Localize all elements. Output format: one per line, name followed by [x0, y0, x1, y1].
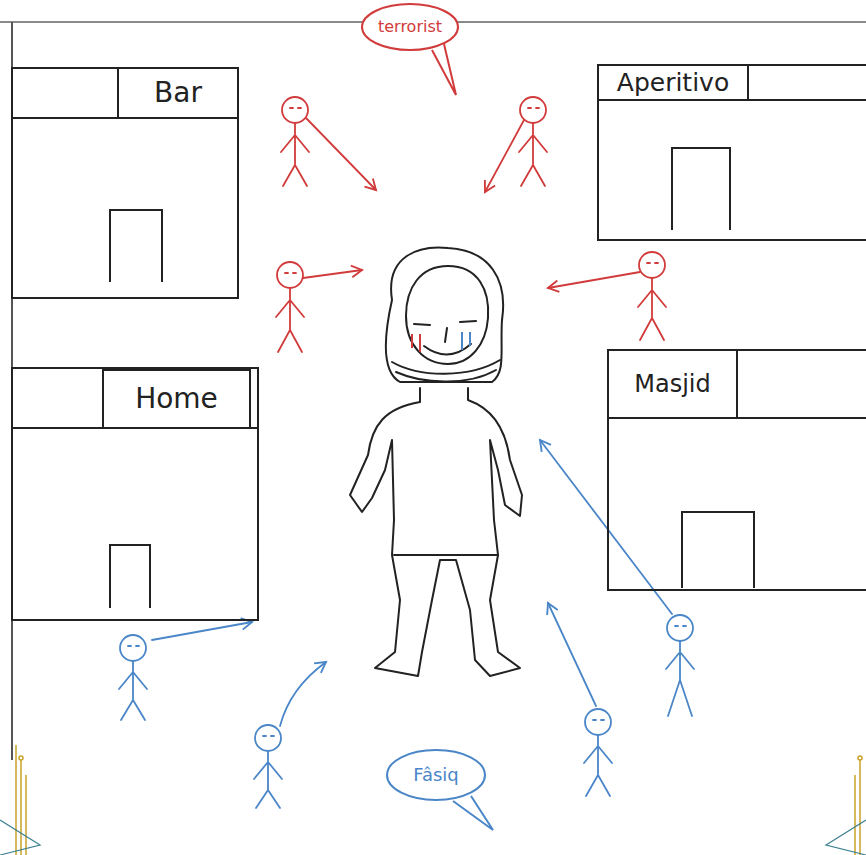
- figure-head: [120, 635, 146, 661]
- figure-body: [281, 108, 309, 186]
- woman-figure: [350, 248, 522, 676]
- building-name: Masjid: [608, 350, 737, 418]
- body-outline: [350, 388, 522, 676]
- building-name: Bar: [118, 68, 238, 118]
- figure-body: [119, 646, 147, 720]
- ornament-curve: [826, 820, 866, 855]
- figure-head: [277, 262, 303, 288]
- building-wall: [12, 368, 258, 620]
- pointing-arrow: [152, 622, 252, 640]
- stick-figure: [485, 97, 547, 192]
- stick-figure: [281, 97, 376, 190]
- building: Home: [12, 368, 258, 620]
- building-lines: [598, 65, 866, 240]
- pointing-arrow: [548, 603, 596, 706]
- speech-text: Fâsiq: [385, 748, 487, 802]
- tear: [411, 334, 413, 348]
- tear: [419, 334, 421, 352]
- ornament-line: [15, 745, 17, 855]
- pointing-arrow: [306, 118, 376, 190]
- eye: [414, 324, 430, 325]
- figure-body: [638, 263, 666, 340]
- tear: [461, 332, 463, 350]
- corner-ornament: [16, 745, 862, 855]
- pointing-arrow: [548, 272, 640, 288]
- ornament-dot: [19, 756, 23, 760]
- tears-red: [412, 334, 420, 352]
- bubble-tail: [453, 796, 493, 830]
- figure-body: [666, 626, 694, 716]
- speech-bubble: terrorist: [360, 2, 460, 52]
- door: [110, 210, 162, 282]
- door: [682, 512, 754, 588]
- pointing-arrow: [280, 662, 326, 726]
- building-name: Home: [103, 370, 250, 428]
- sign-board: [103, 370, 250, 428]
- ornament-line: [20, 760, 22, 855]
- nose: [445, 328, 447, 342]
- door: [672, 148, 730, 230]
- pointing-arrow: [540, 440, 672, 614]
- figure-head: [667, 615, 693, 641]
- speech-text: terrorist: [360, 2, 460, 52]
- sign-board: [598, 65, 748, 100]
- figure-body: [584, 720, 612, 796]
- eye: [460, 321, 476, 322]
- stick-figure: [276, 262, 362, 352]
- tear: [469, 332, 471, 346]
- roof-line: [12, 427, 258, 429]
- figure-body: [276, 273, 304, 352]
- ornament-line: [25, 775, 27, 855]
- red-crowd: [276, 97, 666, 352]
- ornament-line: [859, 760, 861, 855]
- building-wall: [12, 68, 238, 298]
- dress-hem: [394, 554, 498, 556]
- ornament-dot: [858, 756, 862, 760]
- figure-head: [585, 709, 611, 735]
- building: Masjid: [608, 350, 866, 590]
- ornament-curve: [0, 820, 40, 855]
- building-lines: [608, 350, 866, 590]
- tears-blue: [462, 332, 470, 350]
- figure-head: [520, 97, 546, 123]
- corner-ornament: [0, 820, 866, 855]
- figure-body: [254, 736, 282, 808]
- building-lines: [12, 368, 258, 620]
- building-wall: [608, 350, 866, 590]
- stick-figure: [548, 252, 666, 340]
- roof-line: [608, 417, 866, 419]
- hijab-wrap: [396, 370, 496, 382]
- building: Bar: [12, 68, 238, 298]
- pointing-arrow: [485, 120, 524, 192]
- building-outline: [12, 368, 258, 620]
- roof-line: [12, 117, 238, 119]
- building-wall: [598, 65, 866, 240]
- building-outline: [12, 68, 238, 298]
- figure-head: [282, 97, 308, 123]
- figure-head: [255, 725, 281, 751]
- figure-head: [639, 252, 665, 278]
- building-lines: [12, 68, 238, 298]
- bubble-tail: [432, 44, 456, 95]
- building: Aperitivo: [598, 65, 866, 240]
- pointing-arrow: [303, 270, 362, 278]
- roof-line: [598, 99, 866, 101]
- speech-bubble: Fâsiq: [385, 748, 487, 802]
- face-outline: [406, 266, 488, 364]
- smile: [424, 344, 471, 355]
- sign-board: [608, 350, 737, 418]
- stick-figure: [548, 603, 612, 796]
- stick-figure: [540, 440, 694, 716]
- building-name: Aperitivo: [598, 65, 748, 100]
- ornament-line: [854, 775, 856, 855]
- hijab-wrap: [392, 360, 500, 374]
- door: [110, 545, 150, 608]
- stick-figure: [119, 622, 252, 720]
- hijab-outline: [386, 248, 503, 382]
- stick-figure: [254, 662, 326, 808]
- sign-board: [118, 68, 238, 118]
